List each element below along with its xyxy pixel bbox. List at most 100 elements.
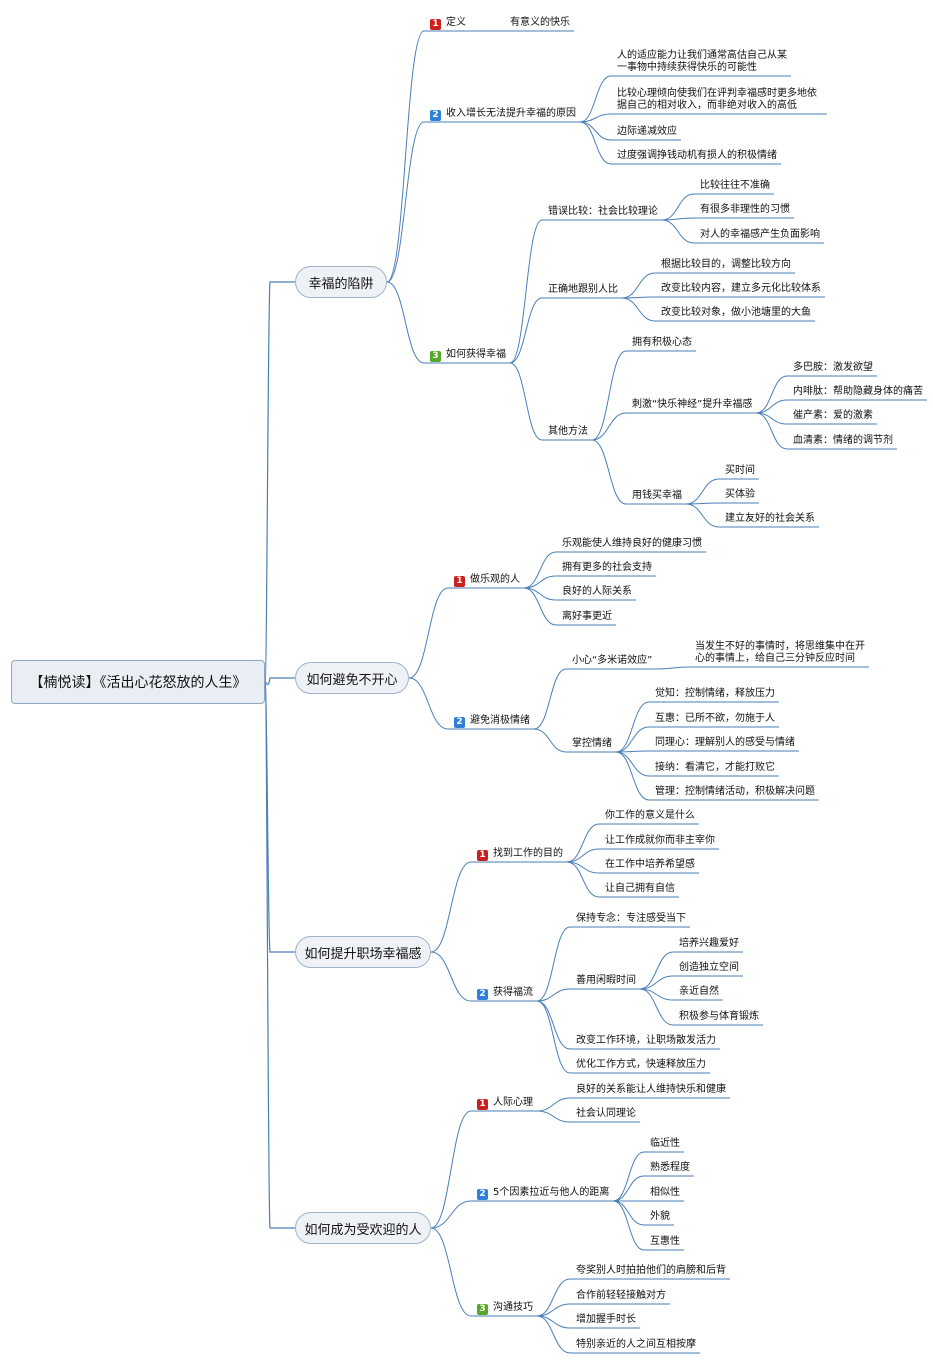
- topic-node[interactable]: 让工作成就你而非主宰你: [605, 835, 715, 847]
- topic-node[interactable]: 有意义的快乐: [510, 17, 570, 29]
- topic-node[interactable]: 你工作的意义是什么: [605, 810, 695, 822]
- topic-node[interactable]: 外貌: [650, 1211, 670, 1223]
- topic-node[interactable]: 建立友好的社会关系: [725, 513, 815, 525]
- topic-node[interactable]: 培养兴趣爱好: [679, 938, 739, 950]
- main-topic[interactable]: 如何成为受欢迎的人: [295, 1212, 431, 1244]
- topic-node[interactable]: 夸奖别人时拍拍他们的肩膀和后背: [576, 1265, 726, 1277]
- connector-line: [615, 751, 650, 777]
- topic-label: 掌控情绪: [572, 738, 612, 749]
- topic-node[interactable]: 人的适应能力让我们通常高估自己从某一事物中持续获得快乐的可能性: [617, 50, 787, 74]
- connector-line: [386, 30, 425, 283]
- topic-node[interactable]: 改变工作环境，让职场散发活力: [576, 1035, 716, 1047]
- connector-line: [264, 281, 295, 683]
- connector-line: [656, 666, 690, 670]
- topic-node[interactable]: 亲近自然: [679, 986, 719, 998]
- topic-node[interactable]: 拥有更多的社会支持: [562, 562, 652, 574]
- topic-node[interactable]: 边际递减效应: [617, 126, 677, 138]
- topic-label: 良好的关系能让人维持快乐和健康: [576, 1084, 726, 1095]
- topic-node[interactable]: 拥有积极心态: [632, 337, 692, 349]
- topic-node[interactable]: 买时间: [725, 465, 755, 477]
- topic-label: 互惠性: [650, 1236, 680, 1247]
- topic-label: 熟悉程度: [650, 1162, 690, 1173]
- topic-label: 特别亲近的人之间互相按摩: [576, 1339, 696, 1350]
- topic-node[interactable]: 掌控情绪: [572, 738, 612, 750]
- topic-node[interactable]: 特别亲近的人之间互相按摩: [576, 1339, 696, 1351]
- topic-node[interactable]: 在工作中培养希望感: [605, 859, 695, 871]
- topic-node[interactable]: 创造独立空间: [679, 962, 739, 974]
- topic-node[interactable]: 当发生不好的事情时，将思维集中在开心的事情上，给自己三分钟反应时间: [695, 641, 865, 665]
- connector-line: [615, 701, 650, 753]
- topic-node[interactable]: 良好的人际关系: [562, 586, 632, 598]
- topic-node[interactable]: 熟悉程度: [650, 1162, 690, 1174]
- topic-node[interactable]: 善用闲暇时间: [576, 975, 636, 987]
- topic-label: 多巴胺：激发欲望: [793, 362, 873, 373]
- topic-node[interactable]: 有很多非理性的习惯: [700, 204, 790, 216]
- topic-node[interactable]: 正确地跟别人比: [548, 284, 618, 296]
- topic-node[interactable]: 刺激“快乐神经”提升幸福感: [632, 399, 752, 411]
- topic-node[interactable]: 离好事更近: [562, 611, 612, 623]
- topic-node[interactable]: 接纳：看清它，才能打败它: [655, 762, 775, 774]
- topic-node[interactable]: 催产素：爱的激素: [793, 410, 873, 422]
- topic-label: 其他方法: [548, 426, 588, 437]
- topic-node[interactable]: 用钱买幸福: [632, 490, 682, 502]
- connector-line: [639, 951, 674, 990]
- topic-node[interactable]: 买体验: [725, 489, 755, 501]
- topic-label: 有意义的快乐: [510, 17, 570, 28]
- main-topic[interactable]: 如何避免不开心: [295, 662, 409, 694]
- topic-node[interactable]: 互惠性: [650, 1236, 680, 1248]
- topic-node[interactable]: 其他方法: [548, 426, 588, 438]
- topic-node[interactable]: 错误比较：社会比较理论: [548, 206, 658, 218]
- topic-node[interactable]: 积极参与体育锻炼: [679, 1011, 759, 1023]
- connector-line: [591, 412, 627, 441]
- topic-node[interactable]: 互惠：已所不欲，勿施于人: [655, 713, 775, 725]
- topic-node[interactable]: 临近性: [650, 1138, 680, 1150]
- topic-node[interactable]: 改变比较内容，建立多元化比较体系: [661, 283, 821, 295]
- topic-node[interactable]: 改变比较对象，做小池塘里的大鱼: [661, 307, 811, 319]
- topic-node[interactable]: 对人的幸福感产生负面影响: [700, 229, 820, 241]
- topic-node[interactable]: 让自己拥有自信: [605, 883, 675, 895]
- topic-label: 根据比较目的，调整比较方向: [661, 259, 791, 270]
- topic-node[interactable]: 合作前轻轻接触对方: [576, 1290, 666, 1302]
- topic-node[interactable]: 多巴胺：激发欲望: [793, 362, 873, 374]
- connector-line: [566, 861, 600, 898]
- topic-label: 善用闲暇时间: [576, 975, 636, 986]
- topic-node[interactable]: 小心“多米诺效应”: [572, 655, 652, 667]
- main-topic[interactable]: 如何提升职场幸福感: [295, 936, 431, 968]
- topic-label: 获得福流: [493, 987, 533, 998]
- topic-node[interactable]: 比较心理倾向使我们在评判幸福感时更多地依据自己的相对收入，而非绝对收入的高低: [617, 88, 823, 112]
- topic-node[interactable]: 比较往往不准确: [700, 180, 770, 192]
- priority-1-icon: 1: [477, 1099, 488, 1110]
- topic-node[interactable]: 乐观能使人维持良好的健康习惯: [562, 538, 702, 550]
- connector-line: [509, 297, 543, 364]
- connector-line: [615, 726, 650, 753]
- topic-node[interactable]: 过度强调挣钱动机有损人的积极情绪: [617, 150, 777, 162]
- topic-label: 增加握手时长: [576, 1314, 636, 1325]
- topic-node[interactable]: 增加握手时长: [576, 1314, 636, 1326]
- topic-node[interactable]: 根据比较目的，调整比较方向: [661, 259, 791, 271]
- topic-node[interactable]: 相似性: [650, 1187, 680, 1199]
- topic-node[interactable]: 保持专念：专注感受当下: [576, 913, 686, 925]
- connector-line: [533, 668, 567, 730]
- main-topic[interactable]: 幸福的陷阱: [295, 266, 387, 298]
- topic-node[interactable]: 内啡肽：帮助隐藏身体的痛苦: [793, 386, 923, 398]
- root-topic[interactable]: 【楠悦读】《活出心花怒放的人生》: [11, 660, 265, 704]
- topic-node[interactable]: 优化工作方式，快速释放压力: [576, 1059, 706, 1071]
- topic-node[interactable]: 管理：控制情绪活动，积极解决问题: [655, 786, 815, 798]
- topic-node[interactable]: 觉知：控制情绪，释放压力: [655, 688, 775, 700]
- topic-node[interactable]: 良好的关系能让人维持快乐和健康: [576, 1084, 726, 1096]
- topic-node[interactable]: 血清素：情绪的调节剂: [793, 435, 893, 447]
- topic-node[interactable]: 社会认同理论: [576, 1108, 636, 1120]
- topic-label: 拥有更多的社会支持: [562, 562, 652, 573]
- topic-node[interactable]: 同理心：理解别人的感受与情绪: [655, 737, 795, 749]
- connector-line: [430, 861, 472, 953]
